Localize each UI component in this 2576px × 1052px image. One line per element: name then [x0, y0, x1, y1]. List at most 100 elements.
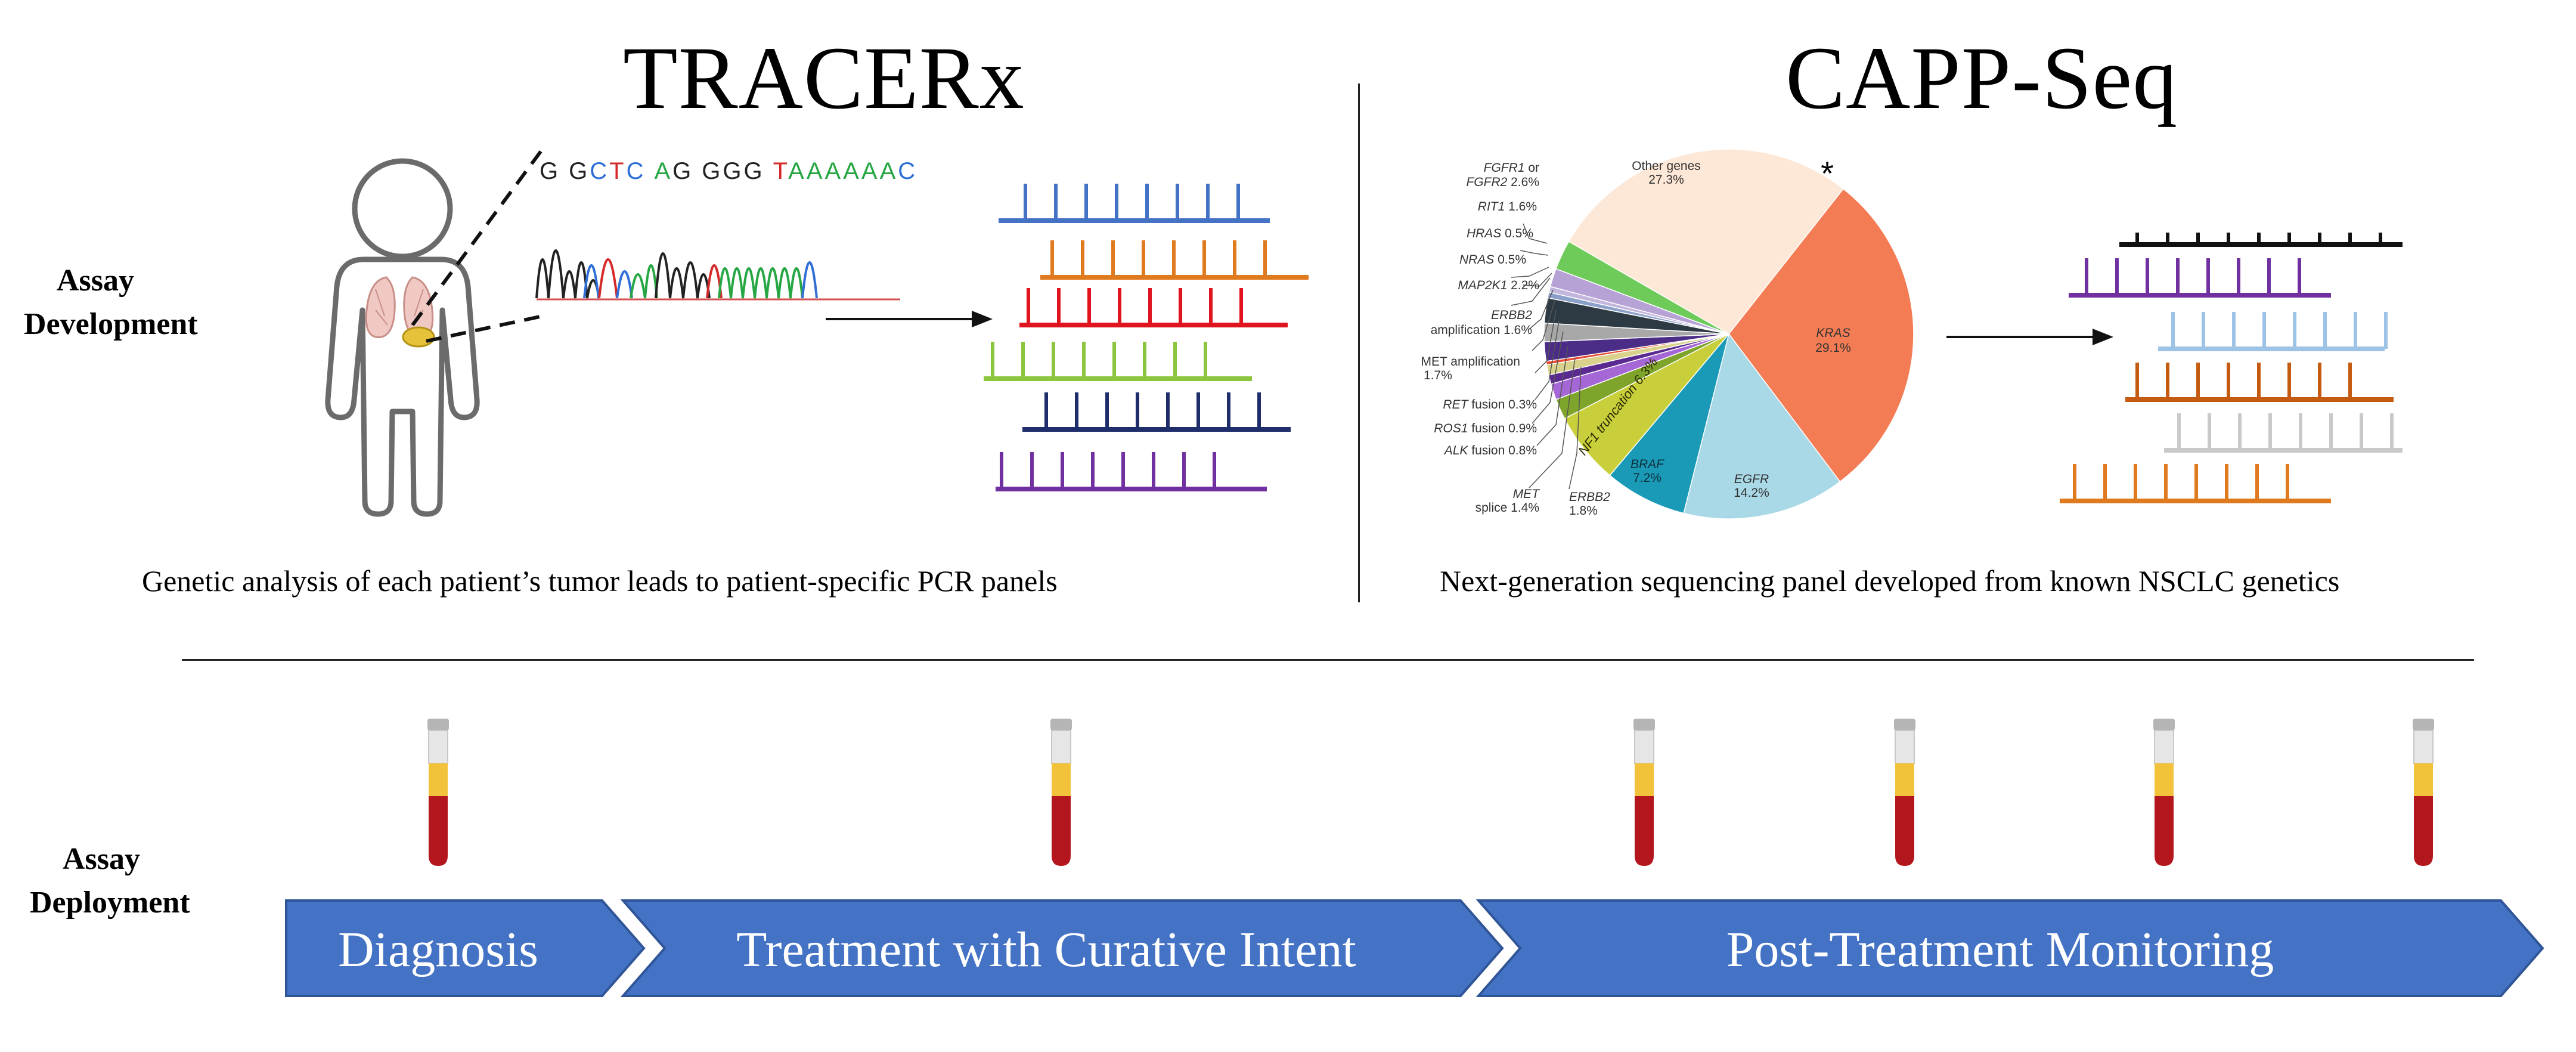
primer-panel-row	[2158, 312, 2388, 351]
pie-slice	[1683, 333, 1841, 519]
primer-panel-row	[2125, 363, 2394, 402]
tracerx-title: TRACERx	[623, 29, 1025, 128]
dna-base: A	[654, 158, 672, 184]
zoom-dashed-lines	[411, 148, 544, 343]
label-ros1: ROS1 fusion 0.9%	[1434, 422, 1537, 435]
ngs-panels	[2060, 233, 2403, 503]
dna-base: T	[609, 158, 626, 184]
assay-deployment-line1: Assay	[62, 842, 141, 876]
dna-base: G	[702, 158, 723, 184]
label-fgfr-line1: FGFR1 or	[1484, 161, 1539, 175]
dna-base: A	[788, 158, 807, 184]
blood-tube-icon	[427, 719, 449, 866]
label-other-genes-pct: 27.3%	[1648, 173, 1684, 187]
blood-tube-icon	[2413, 719, 2434, 866]
blood-tube-icon	[1633, 719, 1655, 866]
assay-development-label: Assay Development	[24, 259, 198, 346]
nsclc-gene-pie: Other genes 27.3% * KRAS 29.1% EGFR 14.2…	[1421, 148, 1914, 519]
label-map2k1-gene: MAP2K1	[1458, 279, 1507, 292]
dna-base: G	[540, 158, 560, 184]
primer-panel-row	[1019, 288, 1288, 327]
label-fgfr2-gene: FGFR2	[1466, 175, 1507, 189]
label-nras-gene: NRAS	[1459, 253, 1494, 267]
dna-base: A	[807, 158, 825, 184]
label-met-splice-name: MET	[1513, 487, 1541, 501]
label-met-amp-pct: 1.7%	[1424, 369, 1452, 382]
label-fgfr-line2: FGFR2 2.6%	[1466, 175, 1539, 189]
label-ret-value: fusion 0.3%	[1468, 398, 1537, 411]
dna-base: C	[590, 158, 609, 184]
label-egfr-pct: 14.2%	[1734, 486, 1769, 500]
blood-tube-icon	[1894, 719, 1915, 866]
pie-slice	[1728, 188, 1914, 482]
dna-base: G	[569, 158, 590, 184]
label-alk: ALK fusion 0.8%	[1443, 444, 1537, 457]
stage-post-treatment-label: Post-Treatment Monitoring	[1726, 922, 2274, 977]
label-ros1-value: fusion 0.9%	[1468, 422, 1537, 435]
label-kras-pct: 29.1%	[1815, 341, 1851, 355]
pie-slice	[1555, 240, 1729, 335]
pie-asterisk: *	[1821, 154, 1834, 192]
pcr-panels	[984, 184, 1309, 491]
label-met-amp-name: MET amplification	[1421, 355, 1520, 369]
stage-diagnosis-label: Diagnosis	[338, 922, 538, 977]
primer-panel-row	[999, 184, 1270, 223]
primer-panel-row	[1022, 392, 1291, 432]
horizontal-divider	[182, 659, 2474, 661]
label-met-splice-pct: splice 1.4%	[1475, 501, 1539, 515]
label-fgfr-value: 2.6%	[1507, 175, 1539, 189]
label-hras: HRAS 0.5%	[1467, 227, 1533, 240]
label-rit1-gene: RIT1	[1478, 200, 1505, 214]
dna-base: G	[672, 158, 693, 184]
label-map2k1-value: 2.2%	[1507, 279, 1539, 292]
pie-slices	[1543, 148, 1914, 519]
blood-tubes	[427, 719, 2434, 866]
pie-leader-lines	[1511, 223, 1582, 490]
label-fgfr1-gene: FGFR1	[1484, 161, 1525, 175]
label-fgfr-or: or	[1524, 161, 1539, 175]
primer-panel-row	[2069, 258, 2331, 298]
vertical-divider	[1358, 83, 1360, 602]
label-egfr-name: EGFR	[1734, 472, 1769, 486]
pie-slice	[1564, 333, 1729, 477]
dna-base: A	[843, 158, 861, 184]
label-erbb2-pct: 1.8%	[1569, 504, 1598, 518]
assay-development-line1: Assay	[56, 264, 135, 298]
label-rit1-value: 1.6%	[1505, 200, 1537, 214]
blood-tube-icon	[1050, 719, 1072, 866]
dna-base: G	[723, 158, 743, 184]
lungs-icon	[365, 276, 435, 348]
label-hras-gene: HRAS	[1467, 227, 1501, 240]
dna-base: G	[744, 158, 765, 184]
primer-panel-row	[1040, 240, 1309, 280]
timeline: Diagnosis Treatment with Curative Intent…	[285, 899, 2544, 997]
primer-panel-row	[996, 452, 1267, 491]
label-other-genes-name: Other genes	[1632, 159, 1701, 173]
label-kras-name: KRAS	[1816, 326, 1850, 340]
label-erbb2-amp-pct: amplification 1.6%	[1431, 323, 1532, 337]
capp-seq-title: CAPP-Seq	[1785, 29, 2178, 128]
dna-base: C	[898, 158, 917, 184]
label-ret-gene: RET	[1443, 398, 1469, 411]
pie-slice	[1609, 333, 1729, 514]
primer-panel-row	[2060, 464, 2331, 503]
dna-base: A	[880, 158, 898, 184]
dna-base: C	[627, 158, 646, 184]
label-erbb2-name: ERBB2	[1569, 490, 1610, 504]
label-ros1-gene: ROS1	[1434, 422, 1468, 435]
pie-slice	[1568, 148, 1845, 335]
assay-development-line2: Development	[24, 307, 198, 341]
chromatogram	[535, 249, 818, 299]
label-ret: RET fusion 0.3%	[1443, 398, 1537, 411]
label-braf-name: BRAF	[1630, 457, 1664, 471]
primer-panel-row	[2164, 413, 2403, 453]
label-alk-value: fusion 0.8%	[1468, 444, 1537, 457]
primer-panel-row	[2119, 233, 2403, 247]
stage-diagnosis: Diagnosis	[285, 899, 646, 997]
dna-base: A	[825, 158, 844, 184]
dna-base: A	[861, 158, 880, 184]
label-map2k1: MAP2K1 2.2%	[1458, 279, 1539, 292]
tracerx-caption: Genetic analysis of each patient’s tumor…	[142, 564, 1058, 598]
